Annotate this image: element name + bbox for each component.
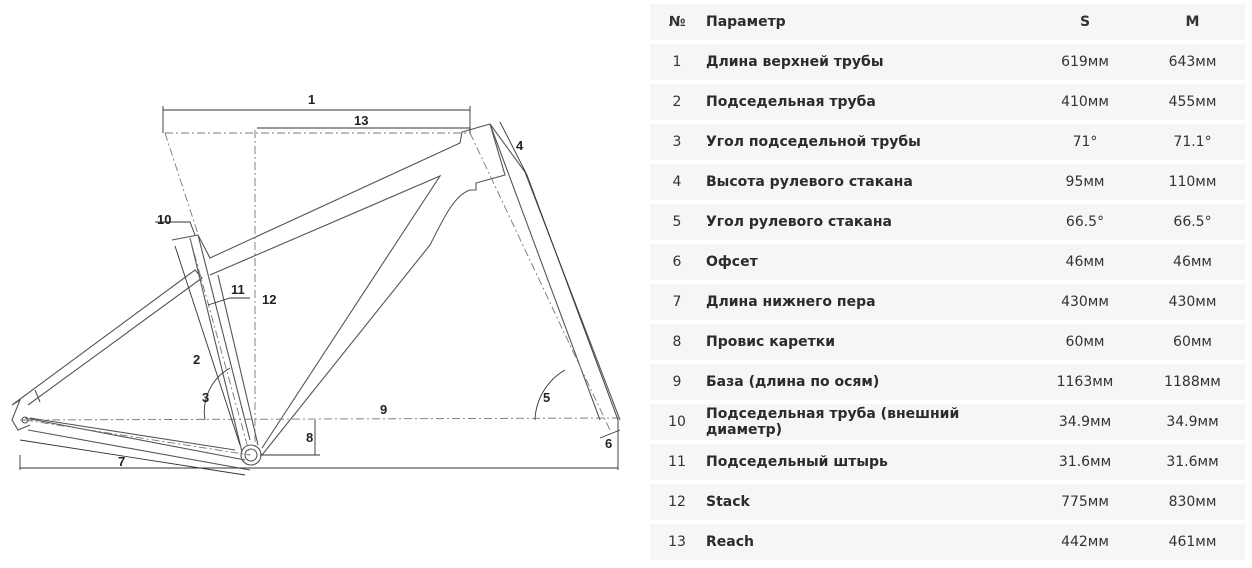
row-size-m: 60мм: [1173, 334, 1212, 350]
row-size-s: 1163мм: [1056, 374, 1114, 390]
row-size-m: 830мм: [1168, 494, 1217, 510]
row-size-s: 31.6мм: [1058, 454, 1112, 470]
row-size-s: 430мм: [1061, 294, 1109, 310]
row-param: Офсет: [706, 254, 758, 270]
row-param: Подседельная труба: [706, 94, 876, 110]
header-num: №: [668, 14, 686, 30]
row-num: 9: [672, 374, 682, 390]
row-num: 1: [672, 54, 682, 70]
row-param: Подседельный штырь: [706, 454, 888, 470]
row-param: Угол подседельной трубы: [706, 134, 921, 150]
row-size-s: 66.5°: [1065, 214, 1105, 230]
row-param: Длина верхней трубы: [706, 54, 884, 70]
row-size-m: 461мм: [1168, 534, 1217, 550]
table-row: 9 База (длина по осям) 1163мм 1188мм: [650, 364, 1245, 400]
table-row: 4 Высота рулевого стакана 95мм 110мм: [650, 164, 1245, 200]
row-size-s: 46мм: [1065, 254, 1105, 270]
table-row: 8 Провис каретки 60мм 60мм: [650, 324, 1245, 360]
dimension-lines: [19, 106, 621, 476]
row-size-s: 95мм: [1065, 174, 1105, 190]
header-param: Параметр: [706, 14, 786, 30]
row-param: База (длина по осям): [706, 374, 880, 390]
row-size-m: 46мм: [1173, 254, 1212, 270]
row-num: 8: [672, 334, 682, 350]
table-row: 7 Длина нижнего пера 430мм 430мм: [650, 284, 1245, 320]
row-num: 7: [672, 294, 682, 310]
table-row: 12 Stack 775мм 830мм: [650, 484, 1245, 520]
row-param: Stack: [706, 494, 750, 510]
row-num: 12: [668, 494, 686, 510]
frame-geometry-diagram: 1 2 3 4 5 6 7 8 9 10 11 12 13: [11, 92, 621, 476]
row-size-m: 1188мм: [1164, 374, 1221, 390]
label-4: 4: [516, 138, 524, 153]
header-s: S: [1079, 14, 1091, 30]
row-size-s: 410мм: [1061, 94, 1109, 110]
header-m: M: [1185, 14, 1200, 30]
dimension-labels: 1 2 3 4 5 6 7 8 9 10 11 12 13: [118, 92, 612, 469]
table-row: 13 Reach 442мм 461мм: [650, 524, 1245, 560]
row-size-s: 775мм: [1061, 494, 1109, 510]
axis-lines: [19, 130, 621, 456]
row-size-m: 71.1°: [1173, 134, 1212, 150]
geometry-table: № Параметр S M 1 Длина верхней трубы 619мм…: [650, 4, 1245, 564]
row-size-m: 430мм: [1168, 294, 1217, 310]
row-size-m: 34.9мм: [1166, 414, 1219, 430]
table-row: 3 Угол подседельной трубы 71° 71.1°: [650, 124, 1245, 160]
label-6: 6: [605, 436, 612, 451]
row-num: 6: [672, 254, 682, 270]
row-num: 3: [672, 134, 682, 150]
label-3: 3: [202, 390, 209, 405]
row-param: Угол рулевого стакана: [706, 214, 892, 230]
row-size-s: 619мм: [1061, 54, 1109, 70]
table-row: 10 Подседельная труба (внешний диаметр) 34…: [650, 404, 1245, 440]
table-row: 1 Длина верхней трубы 619мм 643мм: [650, 44, 1245, 80]
row-num: 5: [672, 214, 682, 230]
label-1: 1: [308, 92, 315, 107]
label-8: 8: [306, 430, 313, 445]
row-param: Высота рулевого стакана: [706, 174, 913, 190]
label-5: 5: [543, 390, 550, 405]
table-row: 2 Подседельная труба 410мм 455мм: [650, 84, 1245, 120]
row-size-s: 442мм: [1061, 534, 1109, 550]
row-param: Подседельная труба (внешний диаметр): [706, 406, 960, 438]
row-size-m: 455мм: [1168, 94, 1217, 110]
row-size-s: 34.9мм: [1058, 414, 1112, 430]
row-size-m: 66.5°: [1173, 214, 1212, 230]
row-size-m: 110мм: [1168, 174, 1217, 190]
label-10: 10: [157, 212, 171, 227]
row-num: 11: [668, 454, 686, 470]
row-size-m: 31.6мм: [1166, 454, 1219, 470]
table-row: 11 Подседельный штырь 31.6мм 31.6мм: [650, 444, 1245, 480]
label-2: 2: [193, 352, 200, 367]
row-size-m: 643мм: [1168, 54, 1217, 70]
table-row: 6 Офсет 46мм 46мм: [650, 244, 1245, 280]
label-9: 9: [380, 402, 387, 417]
table-row: 5 Угол рулевого стакана 66.5° 66.5°: [650, 204, 1245, 240]
label-13: 13: [354, 113, 368, 128]
row-num: 13: [668, 534, 686, 550]
row-num: 2: [672, 94, 682, 110]
row-num: 10: [668, 414, 686, 430]
row-param: Провис каретки: [706, 334, 836, 350]
row-num: 4: [672, 174, 682, 190]
table-header: № Параметр S M: [650, 4, 1245, 40]
label-7: 7: [118, 454, 125, 469]
row-size-s: 71°: [1072, 134, 1098, 150]
label-12: 12: [262, 292, 276, 307]
row-param: Reach: [706, 534, 754, 550]
row-param: Длина нижнего пера: [706, 294, 876, 310]
label-11: 11: [231, 282, 245, 297]
row-size-s: 60мм: [1065, 334, 1105, 350]
